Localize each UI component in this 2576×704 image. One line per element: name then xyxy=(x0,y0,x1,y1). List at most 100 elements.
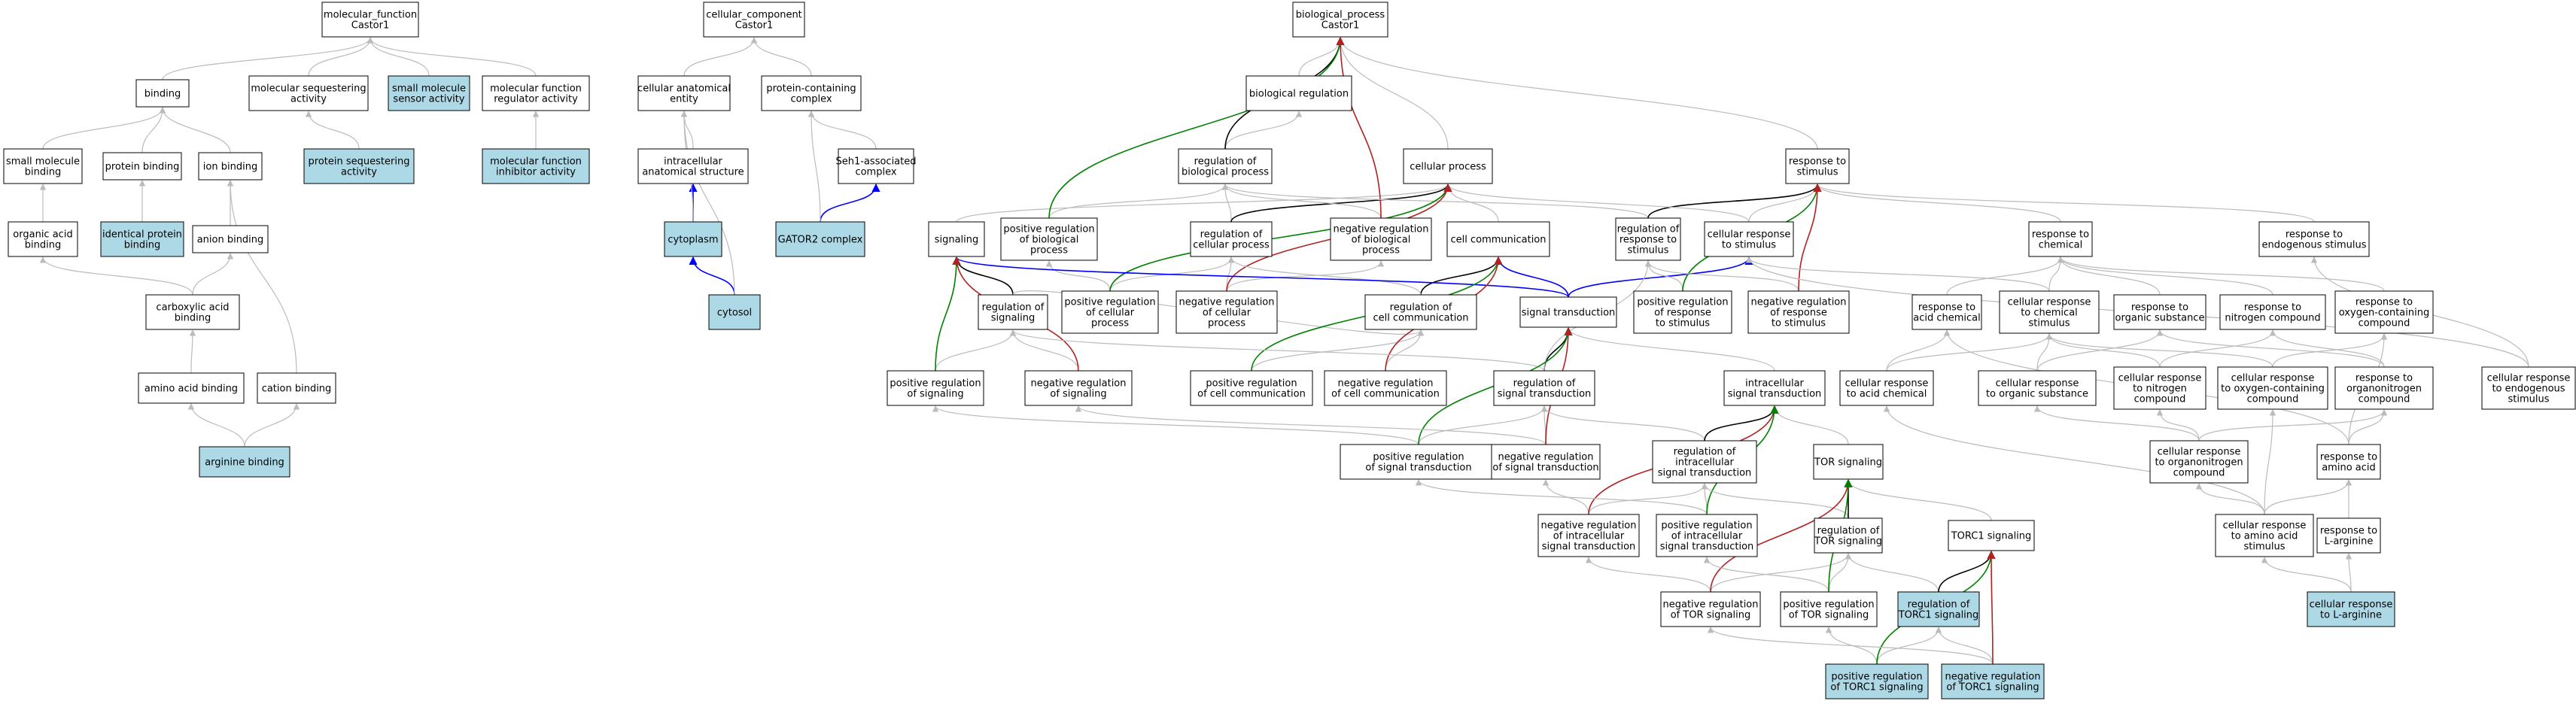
go-term-node-cytoplasm[interactable]: cytoplasm xyxy=(664,221,722,257)
go-term-label: small molecule xyxy=(6,156,80,168)
go-term-label: protein sequestering xyxy=(309,156,410,168)
edge-is-a xyxy=(2156,329,2385,368)
edge-is-a xyxy=(1298,37,1344,77)
go-term-label: response to xyxy=(2356,373,2413,384)
go-term-label: cellular response xyxy=(2487,373,2571,384)
go-term-label: positive regulation xyxy=(1783,599,1874,611)
go-term-label: of biological xyxy=(1020,235,1079,246)
go-term-node-sig-trans[interactable]: signal transduction xyxy=(1519,296,1617,328)
go-term-node-cell-comm[interactable]: cell communication xyxy=(1446,221,1550,257)
go-term-node-arginine-binding[interactable]: arginine binding xyxy=(199,446,290,478)
go-term-node-amino-acid-binding[interactable]: amino acid binding xyxy=(138,372,245,404)
edge-is-a xyxy=(159,107,231,153)
go-term-node-resp-larg[interactable]: response toL-arginine xyxy=(2316,517,2381,554)
go-term-box xyxy=(2316,517,2381,554)
go-term-node-cell-process[interactable]: cellular process xyxy=(1403,148,1493,184)
go-term-node-protein-binding[interactable]: protein binding xyxy=(102,152,182,181)
edge-is-a xyxy=(1883,405,2265,515)
go-term-label: compound xyxy=(2359,394,2410,405)
go-term-node-cation-binding[interactable]: cation binding xyxy=(257,372,336,404)
go-term-node-binding[interactable]: binding xyxy=(135,79,190,108)
edge-part-of xyxy=(952,256,1569,298)
go-term-node-anion-binding[interactable]: anion binding xyxy=(192,225,269,253)
go-term-node-ion-binding[interactable]: ion binding xyxy=(198,152,263,181)
go-term-node-tor-sig[interactable]: TOR signaling xyxy=(1813,444,1884,480)
go-term-label: of signaling xyxy=(1050,389,1106,400)
go-term-node-cytosol[interactable]: cytosol xyxy=(708,294,761,330)
go-term-node-gator2[interactable]: GATOR2 complex xyxy=(775,221,865,257)
edge-layer xyxy=(39,36,2529,665)
go-term-box xyxy=(1897,591,1980,627)
go-term-box xyxy=(1615,217,1681,261)
go-term-label: carboxylic acid xyxy=(156,302,229,314)
go-term-label: to stimulus xyxy=(1656,318,1710,329)
go-term-node-torc1-sig[interactable]: TORC1 signaling xyxy=(1948,520,2035,551)
go-term-node-signaling[interactable]: signaling xyxy=(928,221,985,257)
go-term-node-bio-reg[interactable]: biological regulation xyxy=(1245,75,1352,111)
